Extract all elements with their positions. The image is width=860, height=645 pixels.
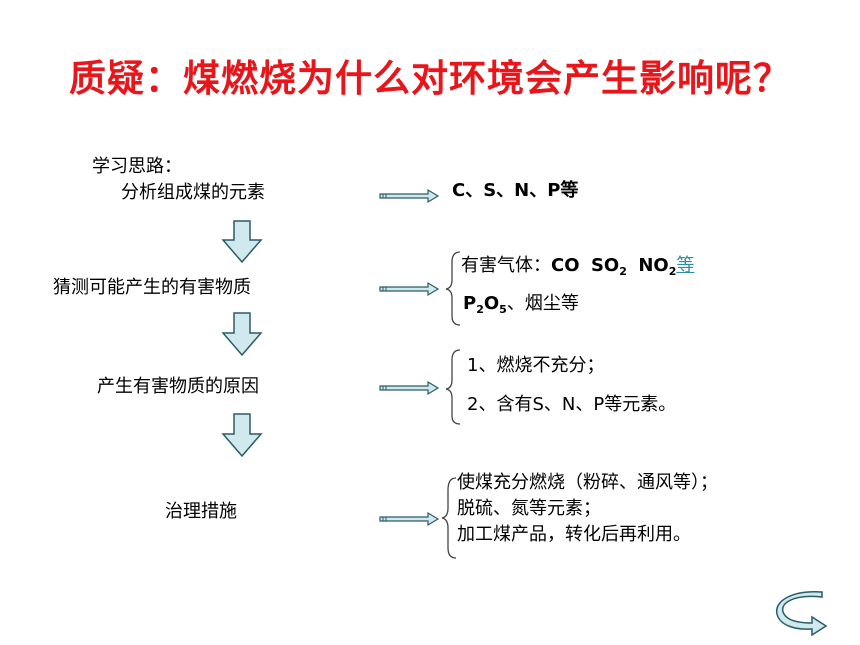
- reason-incomplete-burning: 1、燃烧不充分；: [467, 355, 605, 376]
- p-subscript: 2: [476, 303, 484, 316]
- left-brace-icon: [445, 349, 461, 425]
- so2-subscript: 2: [619, 265, 627, 278]
- no2-subscript: 2: [668, 265, 677, 278]
- so2-formula: SO: [590, 255, 620, 276]
- measure-full-combustion: 使煤充分燃烧（粉碎、通风等）；: [457, 472, 718, 493]
- right-arrow-icon: [379, 380, 440, 396]
- left-brace-icon: [441, 477, 457, 559]
- right-arrow-icon: [379, 188, 440, 204]
- co-formula: CO: [551, 255, 580, 276]
- reason-contains-elements: 2、含有S、N、P等元素。: [467, 394, 677, 415]
- right-arrow-icon: [379, 511, 440, 527]
- p2o5-line: P2O5、烟尘等: [463, 289, 579, 316]
- o-symbol: O: [483, 293, 500, 314]
- section-heading: 学习思路：: [92, 156, 182, 177]
- left-brace-icon: [445, 251, 461, 326]
- more-link[interactable]: 等: [676, 255, 695, 276]
- o-subscript: 5: [499, 303, 507, 316]
- down-arrow-icon: [221, 220, 263, 264]
- right-arrow-icon: [379, 281, 440, 297]
- down-arrow-icon: [221, 312, 263, 357]
- step-guess-harmful: 猜测可能产生的有害物质: [53, 277, 251, 298]
- element-list: C、S、N、P等: [452, 180, 579, 201]
- harmful-gas-line: 有害气体：CO SO2 NO2等: [461, 251, 694, 278]
- down-arrow-icon: [221, 413, 263, 458]
- measure-desulfurize: 脱硫、氮等元素；: [457, 498, 601, 519]
- dust-text: 、烟尘等: [506, 293, 579, 314]
- step-measures: 治理措施: [165, 501, 237, 522]
- gas-label: 有害气体：: [461, 255, 551, 276]
- step-analyze-elements: 分析组成煤的元素: [121, 182, 265, 203]
- page-title: 质疑：煤燃烧为什么对环境会产生影响呢？: [69, 57, 791, 100]
- no2-formula: NO: [638, 255, 669, 276]
- measure-process-coal: 加工煤产品，转化后再利用。: [457, 524, 691, 545]
- step-cause: 产生有害物质的原因: [97, 376, 259, 397]
- p-symbol: P: [463, 293, 477, 314]
- return-arrow-icon[interactable]: [776, 591, 828, 637]
